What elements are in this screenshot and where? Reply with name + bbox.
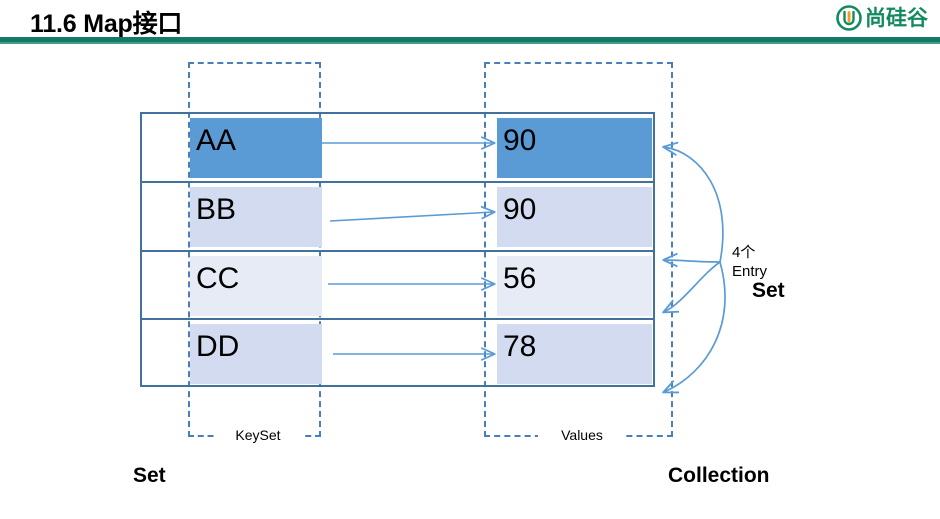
key-cell: CC — [190, 255, 322, 316]
slide-header: 11.6 Map接口 尚硅谷 — [0, 0, 940, 44]
table-row: BB 90 — [142, 183, 653, 252]
logo-text: 尚硅谷 — [865, 6, 928, 30]
table-row: DD 78 — [142, 320, 653, 389]
page-title: 11.6 Map接口 — [30, 10, 183, 38]
table-row: AA 90 — [142, 114, 653, 183]
entry-word-label: Entry — [732, 263, 768, 280]
entry-count-value: 4个 — [732, 244, 756, 261]
value-cell: 78 — [497, 324, 652, 385]
values-label: Values — [538, 427, 626, 443]
table-row: CC 56 — [142, 252, 653, 321]
u-circle-icon — [836, 5, 862, 31]
header-divider — [0, 37, 940, 44]
entry-set-label: Set — [752, 279, 785, 302]
keyset-label: KeySet — [214, 427, 302, 443]
value-cell: 56 — [497, 255, 652, 316]
bottom-right-label: Collection — [668, 464, 770, 487]
entry-arrow-4 — [664, 261, 726, 392]
entry-count-label: 4个 — [732, 244, 755, 262]
key-cell: BB — [190, 186, 322, 247]
brand-logo: 尚硅谷 — [836, 3, 928, 33]
key-cell: AA — [190, 118, 322, 178]
key-cell: DD — [190, 324, 322, 385]
bottom-left-label: Set — [133, 464, 166, 487]
map-table: AA 90 BB 90 CC 56 DD 78 — [140, 112, 655, 387]
value-cell: 90 — [497, 118, 652, 178]
value-cell: 90 — [497, 186, 652, 247]
map-diagram: KeySet Values AA 90 BB 90 CC 56 DD 78 — [0, 44, 940, 519]
